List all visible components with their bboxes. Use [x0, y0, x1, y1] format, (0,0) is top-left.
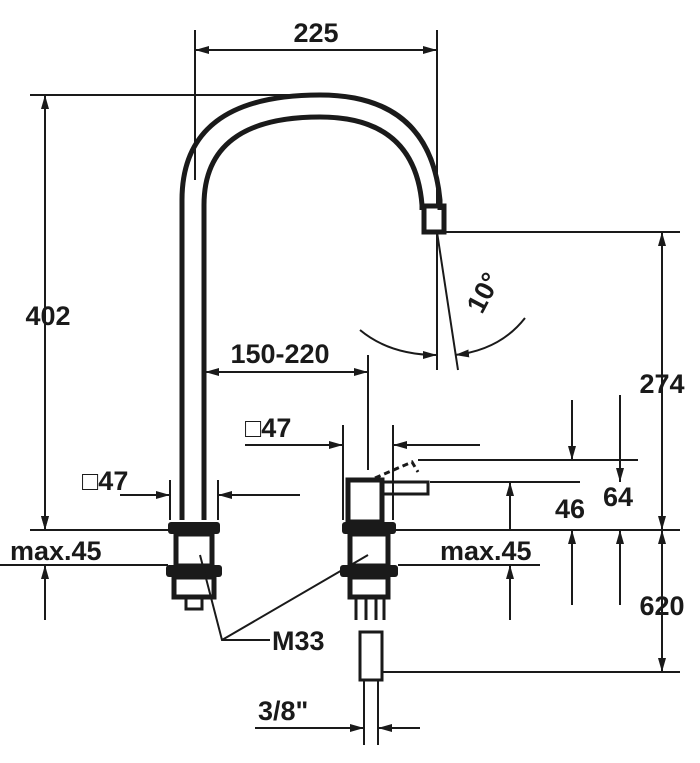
dim-thread: M33: [272, 626, 325, 656]
dim-lever-64: 64: [603, 482, 633, 512]
dim-handle-spacing: 150-220: [230, 339, 329, 369]
dimension-lines: [0, 30, 680, 732]
dim-outlet-height: 274: [639, 369, 684, 399]
dim-spout-reach: 225: [293, 18, 338, 48]
dim-connection: 3/8": [258, 696, 308, 726]
dim-spray-angle: 10°: [461, 268, 507, 318]
dim-lever-46: 46: [555, 494, 585, 524]
dim-total-height: 402: [25, 301, 70, 331]
dim-spout-square: □47: [82, 466, 128, 496]
dim-max-thickness-left: max.45: [10, 536, 102, 566]
spout: [179, 92, 447, 520]
spout-base: [166, 522, 222, 611]
dim-handle-square: □47: [245, 413, 291, 443]
dim-max-thickness-right: max.45: [440, 536, 532, 566]
dim-hose-length: 620: [639, 591, 684, 621]
mixer-valve: [340, 460, 430, 745]
